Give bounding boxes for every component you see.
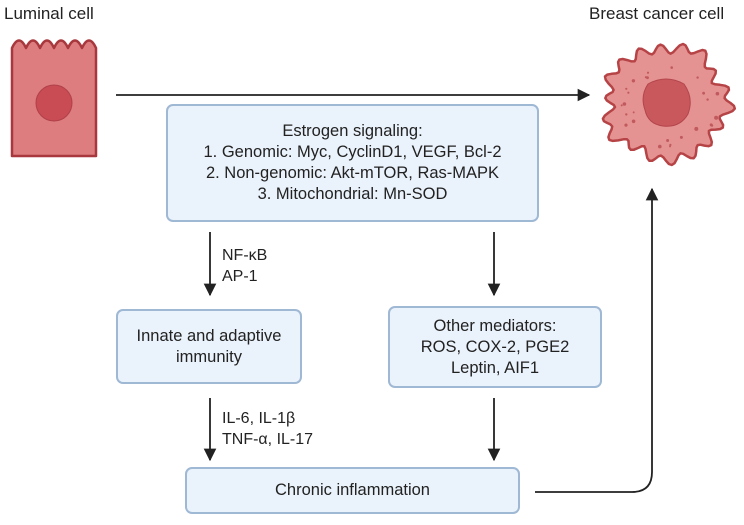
edge-label-ap1: AP-1 [222, 268, 258, 285]
edge-label-il6-il1b: IL-6, IL-1β [222, 410, 296, 427]
cancer-cell-speckle [632, 111, 635, 114]
cancer-cell-speckle [625, 113, 628, 116]
cancer-cell-speckle [631, 79, 636, 83]
edge-label-cytokines: IL-6, IL-1β TNF-α, IL-17 [222, 408, 313, 450]
cancer-cell-speckle [644, 76, 648, 79]
cancer-cell-speckle [658, 144, 662, 149]
cancer-cell-speckle [714, 115, 719, 120]
estrogen-title: Estrogen signaling: [282, 122, 423, 140]
estrogen-line-mitochondrial: 3. Mitochondrial: Mn-SOD [257, 185, 448, 203]
cancer-cell-speckle [679, 135, 683, 139]
edge-label-tnfa-il17: TNF-α, IL-17 [222, 431, 314, 448]
cancer-cell-speckle [666, 139, 670, 142]
luminal-nucleus [35, 84, 73, 122]
breast-cancer-cell-icon [601, 42, 737, 167]
cancer-cell-speckle [622, 102, 627, 106]
edge-label-nfkb: NF-κB [222, 247, 268, 264]
immunity-line-1: Innate and adaptive [136, 326, 282, 345]
chronic-inflammation-box: Chronic inflammation [185, 467, 520, 514]
immunity-line-2: immunity [175, 347, 242, 366]
edge-label-nfkb-ap1: NF-κB AP-1 [222, 245, 267, 287]
estrogen-line-non-genomic: 2. Non-genomic: Akt-mTOR, Ras-MAPK [205, 164, 500, 182]
cancer-nucleus [642, 78, 691, 127]
immunity-box: Innate and adaptive immunity [116, 309, 302, 384]
cancer-cell-speckle [710, 124, 714, 127]
cancer-cell-speckle [670, 66, 673, 69]
chronic-inflammation-label: Chronic inflammation [275, 481, 430, 499]
cancer-cell-speckle [696, 76, 699, 79]
cancer-cell-speckle [620, 104, 623, 107]
other-mediators-box: Other mediators: ROS, COX-2, PGE2 Leptin… [388, 306, 602, 388]
breast-cancer-cell-label: Breast cancer cell [589, 4, 725, 23]
cancer-cell-speckle [706, 98, 709, 101]
cancer-cell-speckle [627, 91, 630, 94]
cancer-cell-speckle [646, 71, 650, 74]
cancer-cell-speckle [715, 91, 720, 96]
luminal-cell-icon [10, 39, 98, 158]
cancer-cell-speckle [694, 126, 699, 131]
cancer-cell-speckle [631, 119, 636, 124]
mediators-title: Other mediators: [433, 316, 557, 335]
cancer-cell-speckle [669, 145, 671, 148]
mediators-line-3: Leptin, AIF1 [450, 358, 540, 377]
cancer-cell-speckle [624, 123, 628, 127]
arrow-inflammation-to-cancer [535, 187, 659, 493]
estrogen-line-genomic: 1. Genomic: Myc, CyclinD1, VEGF, Bcl-2 [203, 143, 502, 161]
luminal-cell-label: Luminal cell [4, 4, 94, 23]
cancer-cell-speckle [702, 91, 705, 95]
estrogen-signaling-box: Estrogen signaling: 1. Genomic: Myc, Cyc… [166, 104, 539, 222]
cancer-cell-speckle [625, 87, 628, 90]
mediators-line-2: ROS, COX-2, PGE2 [420, 337, 570, 356]
